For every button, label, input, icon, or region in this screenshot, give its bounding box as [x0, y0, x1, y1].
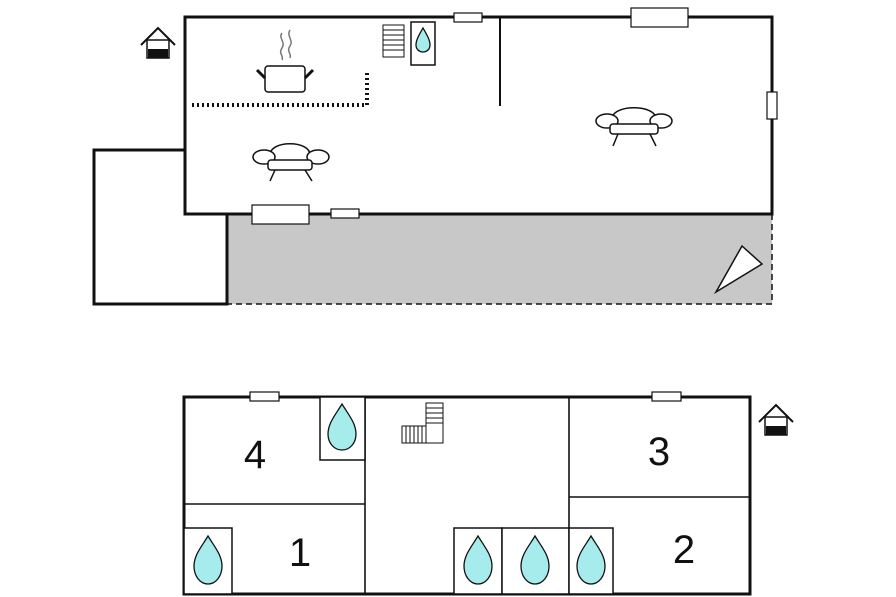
bathroom-icon	[501, 527, 570, 595]
staircase-icon	[401, 402, 444, 444]
bathroom-icon	[453, 527, 503, 595]
upper-floor: 4 1 3 2	[182, 391, 794, 596]
annex-wall	[92, 148, 229, 306]
window	[453, 12, 483, 23]
window	[249, 391, 280, 402]
bathroom-icon	[319, 396, 366, 461]
entrance-icon	[758, 403, 794, 436]
window	[330, 208, 360, 219]
sofa-icon	[252, 143, 330, 182]
staircase-icon	[382, 24, 405, 58]
window	[766, 91, 778, 120]
sofa-icon	[595, 107, 673, 147]
terrace-icon	[713, 244, 764, 295]
entrance-icon	[140, 26, 176, 59]
main-building-wall	[183, 15, 774, 216]
window	[251, 204, 310, 225]
bathroom-icon	[183, 527, 233, 595]
kitchen-icon	[255, 29, 315, 93]
room-number-1: 1	[289, 531, 311, 575]
bathroom-icon	[568, 527, 614, 595]
kitchen-counter	[192, 70, 369, 107]
terrace	[227, 214, 772, 304]
bathroom-icon	[410, 21, 436, 66]
room-number-2: 2	[673, 528, 695, 572]
terrace-dashed-edge	[227, 214, 773, 305]
ground-floor	[92, 7, 778, 306]
window	[651, 391, 682, 402]
room-number-4: 4	[244, 433, 266, 477]
room-number-3: 3	[648, 430, 670, 474]
window	[630, 7, 689, 28]
